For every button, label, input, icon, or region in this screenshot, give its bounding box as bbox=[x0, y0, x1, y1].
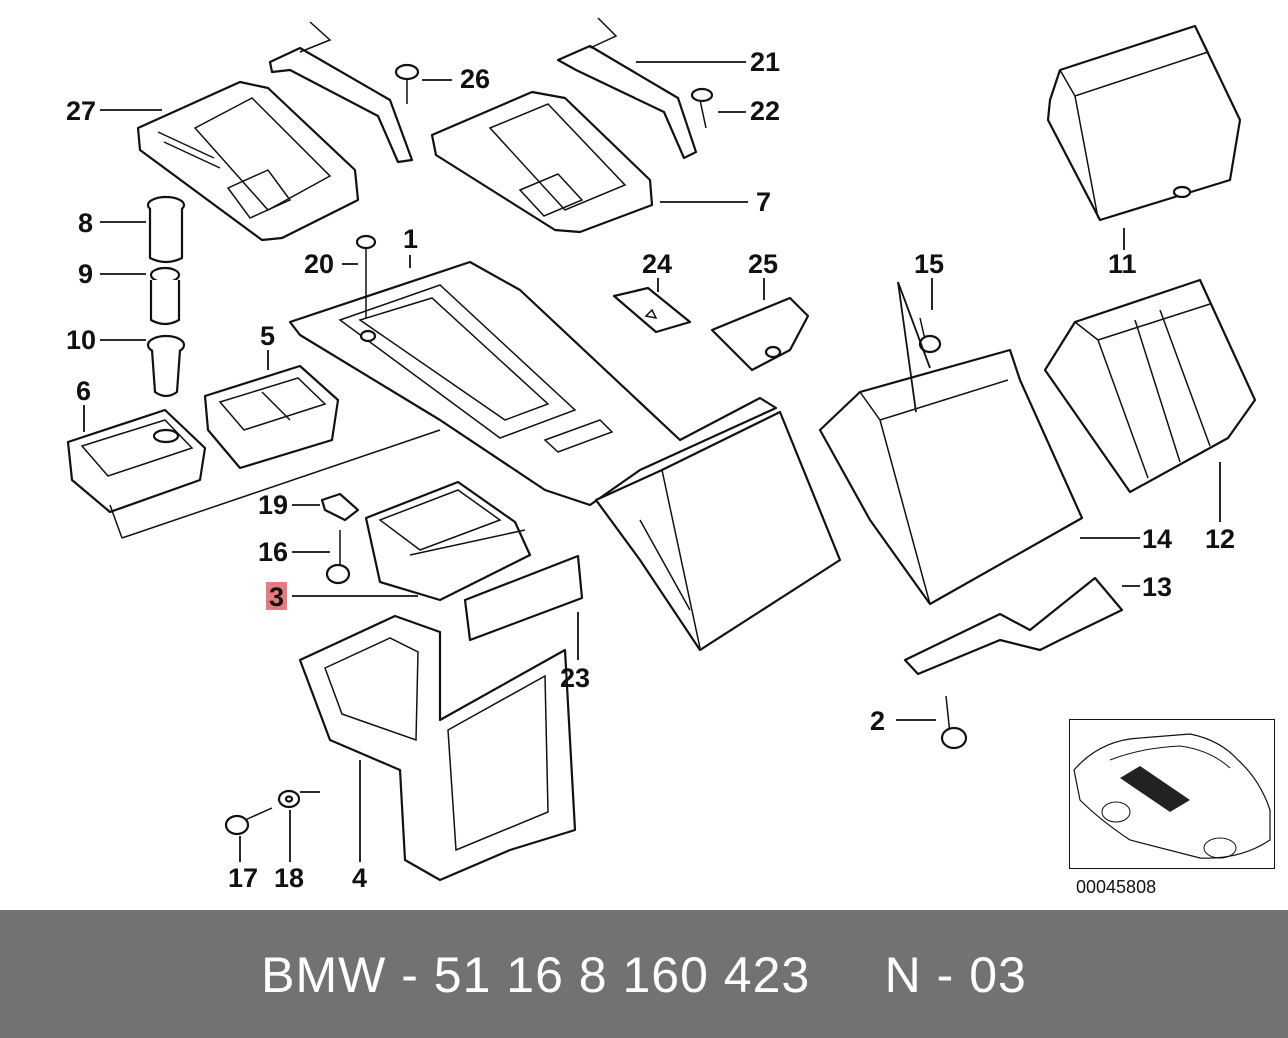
callout-17: 17 bbox=[228, 863, 258, 893]
part-18-washer bbox=[277, 789, 301, 809]
callout-12: 12 bbox=[1205, 524, 1235, 554]
callout-3: 3 bbox=[269, 582, 284, 610]
callout-8: 8 bbox=[78, 208, 93, 238]
part-15-screw bbox=[918, 317, 942, 354]
vehicle-location-inset bbox=[1069, 719, 1275, 869]
callout-3-highlight bbox=[266, 582, 287, 610]
part-5-tray bbox=[203, 364, 340, 470]
part-16-screw bbox=[325, 530, 351, 585]
part-8-lighter-socket bbox=[146, 195, 186, 264]
car-outline-icon bbox=[1073, 733, 1271, 859]
part-number-text: BMW - 51 16 8 160 423 N - 03 bbox=[261, 947, 1027, 1003]
leader-lines bbox=[83, 61, 1221, 862]
part-10-lighter-ring bbox=[146, 334, 186, 398]
part-14-module bbox=[818, 348, 1084, 606]
console-box bbox=[594, 410, 842, 652]
part-25-clip bbox=[710, 296, 810, 372]
part-11-module bbox=[1046, 24, 1242, 222]
callout-16: 16 bbox=[258, 537, 288, 567]
wiring-harness-left bbox=[268, 21, 414, 164]
callout-19: 19 bbox=[258, 490, 288, 520]
part-4-support-frame bbox=[298, 614, 577, 882]
callout-11: 11 bbox=[1108, 249, 1137, 279]
part-23-cover bbox=[463, 554, 584, 642]
callout-6: 6 bbox=[76, 376, 91, 406]
part-24-label bbox=[612, 286, 692, 334]
callout-7: 7 bbox=[756, 187, 771, 217]
part-17-screw bbox=[224, 807, 273, 836]
callout-24: 24 bbox=[642, 249, 672, 279]
callout-4: 4 bbox=[352, 863, 367, 893]
callout-3-wrapper: 3 bbox=[269, 582, 284, 610]
callout-21: 21 bbox=[750, 47, 780, 77]
part-6-tray bbox=[66, 408, 207, 514]
assembly-bracket-line bbox=[109, 429, 441, 539]
callout-15: 15 bbox=[914, 249, 944, 279]
part-21-bracket bbox=[556, 17, 698, 160]
part-26-screw bbox=[394, 63, 420, 104]
callout-18: 18 bbox=[274, 863, 304, 893]
callout-labels: 27 26 21 22 7 11 8 9 10 5 6 1 20 24 25 1… bbox=[66, 47, 1235, 893]
callout-2: 2 bbox=[870, 706, 885, 736]
callout-5: 5 bbox=[260, 321, 275, 351]
part-22-screw bbox=[690, 87, 714, 129]
callout-14: 14 bbox=[1142, 524, 1172, 554]
part-13-bracket bbox=[903, 576, 1124, 676]
callout-9: 9 bbox=[78, 259, 93, 289]
part-9-lighter-insert bbox=[149, 266, 181, 326]
part-20-screw bbox=[355, 234, 377, 318]
callout-27: 27 bbox=[66, 96, 96, 126]
part-12-module bbox=[1043, 278, 1257, 494]
callout-13: 13 bbox=[1142, 572, 1172, 602]
callout-22: 22 bbox=[750, 96, 780, 126]
callout-25: 25 bbox=[748, 249, 778, 279]
part-27-shift-trim bbox=[136, 80, 360, 242]
part-3-ashtray-housing bbox=[364, 480, 532, 602]
part-7-shift-trim bbox=[430, 90, 654, 234]
callout-20: 20 bbox=[304, 249, 334, 279]
part-2-screw bbox=[940, 695, 968, 750]
callout-10: 10 bbox=[66, 325, 96, 355]
callout-1: 1 bbox=[403, 224, 418, 254]
parts-diagram: 27 26 21 22 7 11 8 9 10 5 6 1 20 24 25 1… bbox=[66, 17, 1257, 893]
callout-23: 23 bbox=[560, 663, 590, 693]
part-number-banner: BMW - 51 16 8 160 423 N - 03 bbox=[0, 910, 1288, 1038]
part-19-clip bbox=[320, 492, 360, 522]
reference-code: 00045808 bbox=[1076, 877, 1157, 897]
part-1-center-console bbox=[288, 260, 778, 507]
callout-26: 26 bbox=[460, 64, 490, 94]
